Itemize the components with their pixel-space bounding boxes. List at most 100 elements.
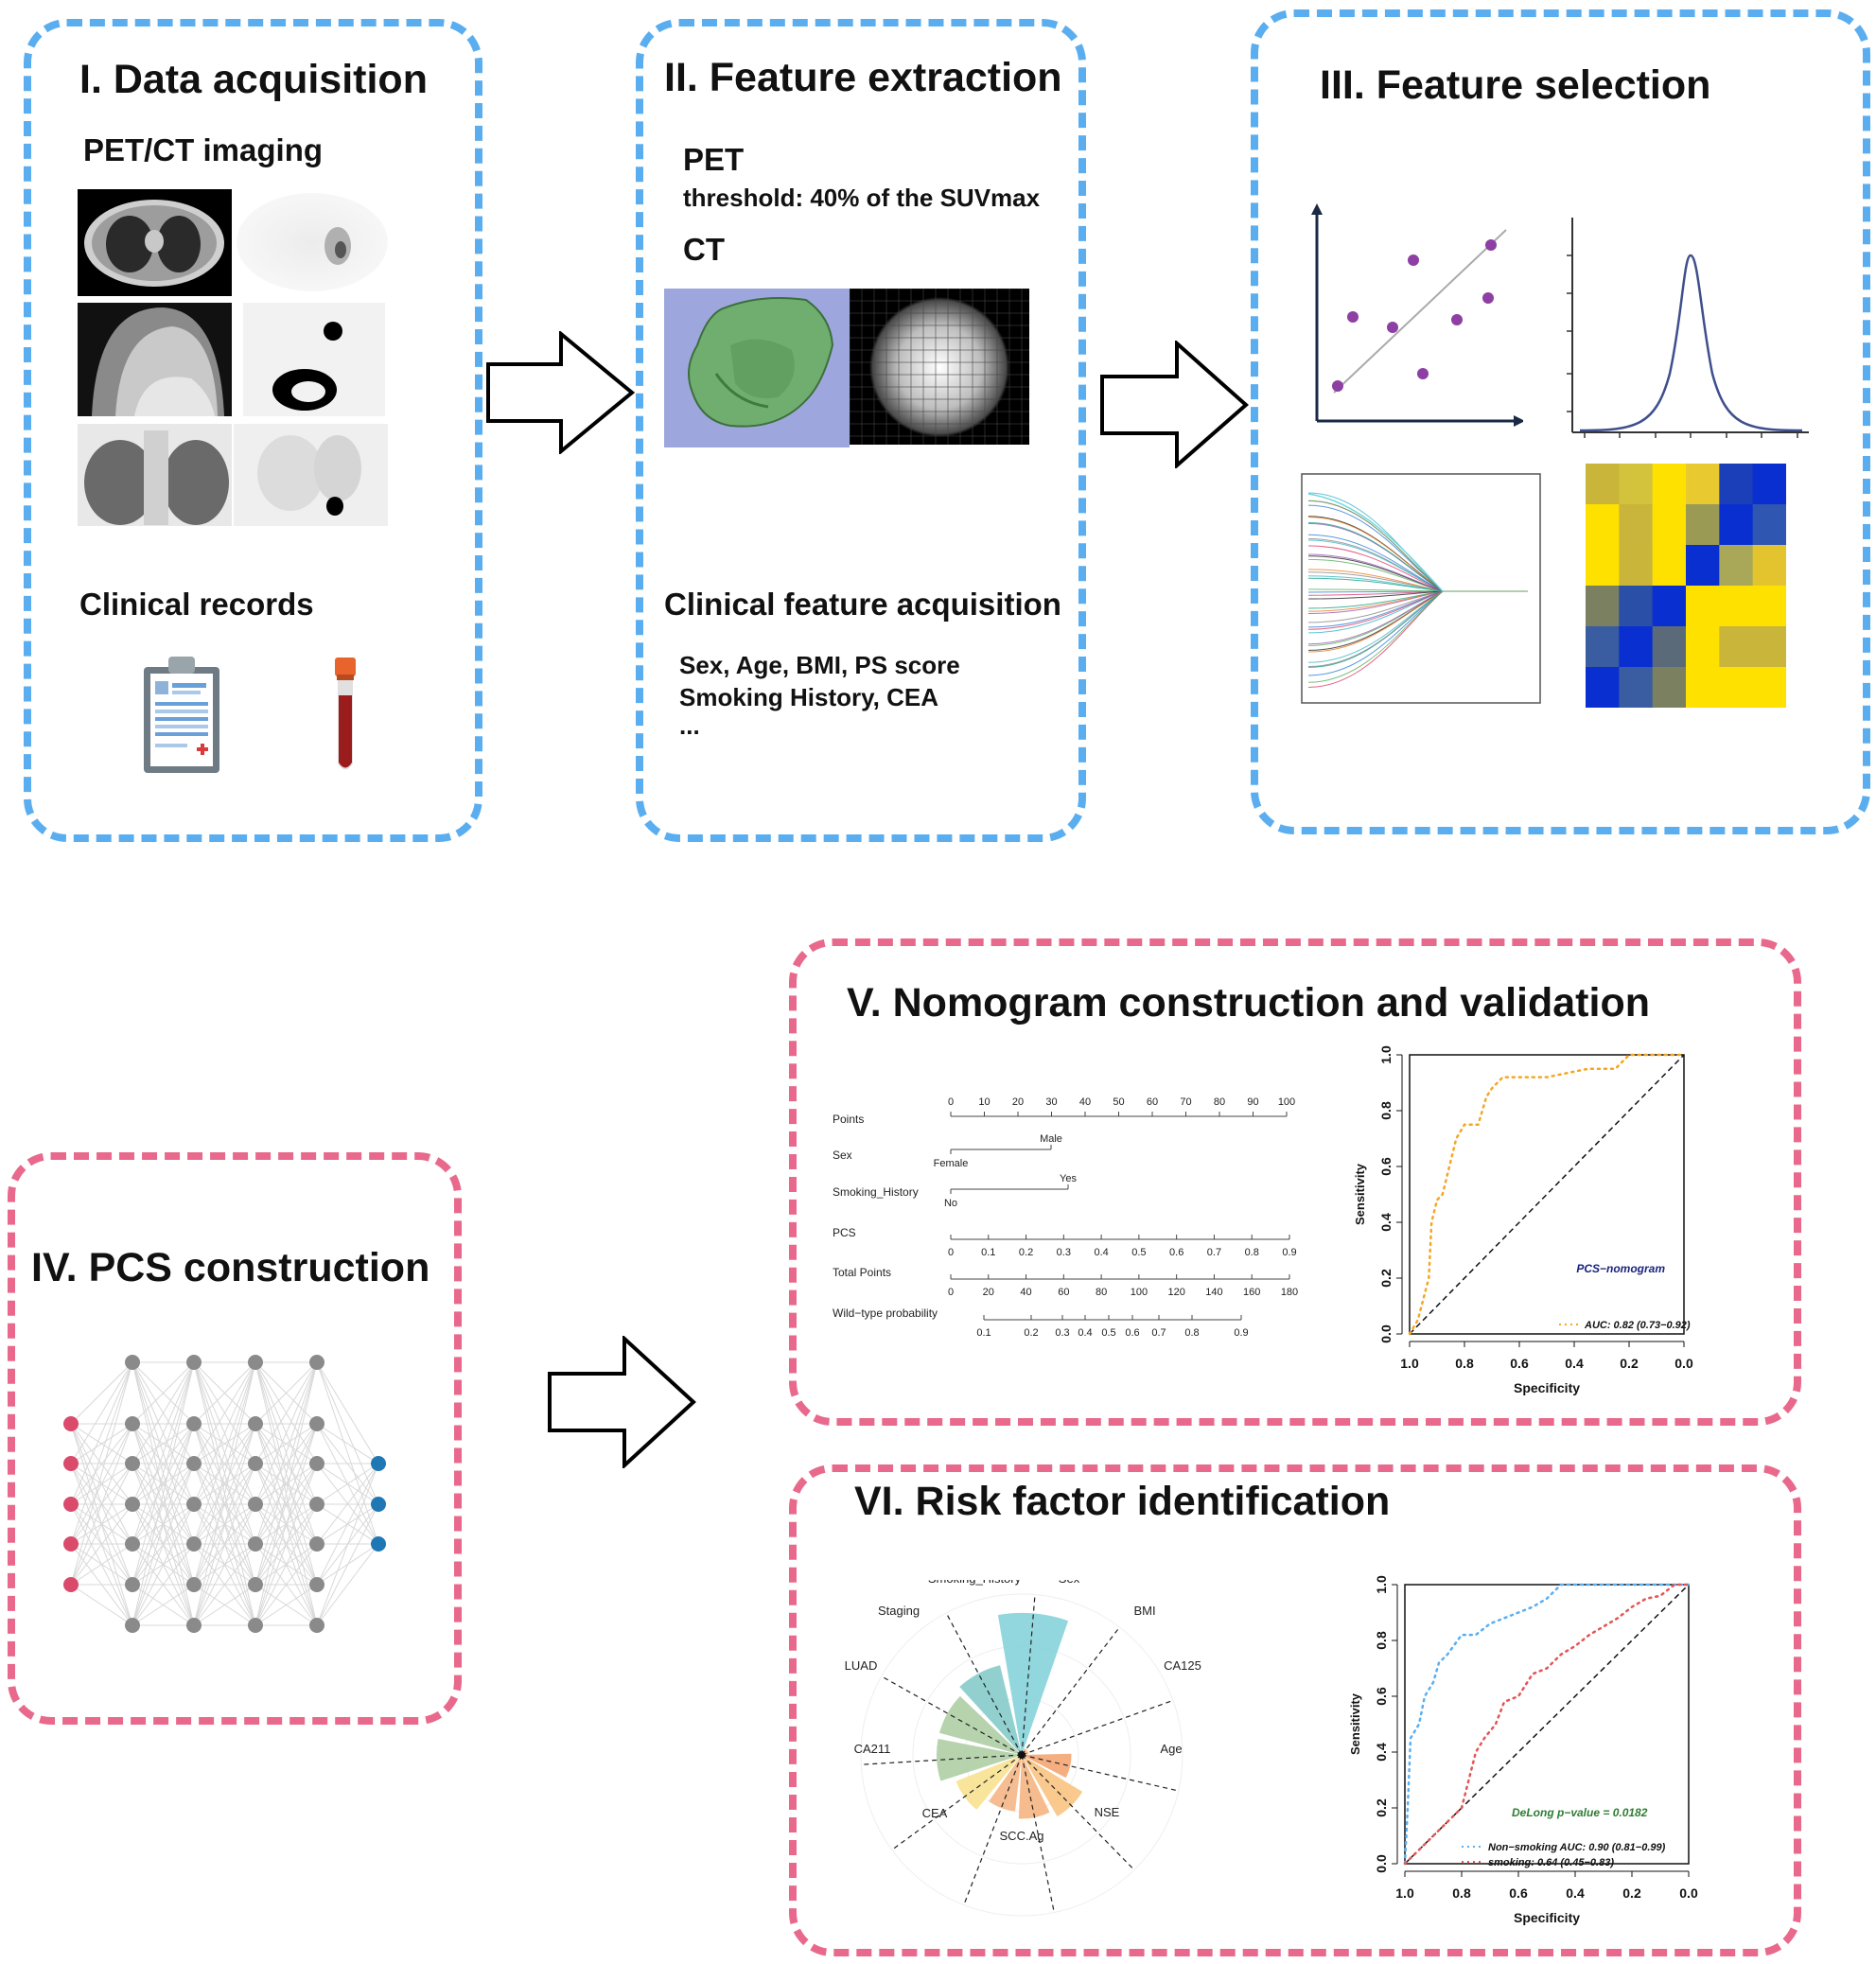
y-tick-label: 0.8	[1378, 1101, 1394, 1120]
pet-ct-images	[78, 189, 388, 526]
y-axis-label: Sensitivity	[1353, 1163, 1367, 1225]
network-node	[371, 1536, 386, 1552]
network-node	[309, 1355, 324, 1370]
roc-curve	[1403, 1583, 1691, 1866]
network-node	[248, 1577, 263, 1592]
nomogram-level-label: Female	[934, 1158, 969, 1169]
panel-title: II. Feature extraction	[664, 55, 1062, 100]
nomogram-tick-label: 80	[1096, 1287, 1107, 1298]
network-node	[125, 1416, 140, 1431]
y-tick-label: 0.0	[1378, 1324, 1394, 1343]
network-node	[63, 1416, 79, 1431]
nomogram-tick-label: 0.9	[1282, 1247, 1296, 1258]
clinical-features-line2: Smoking History, CEA	[679, 683, 939, 711]
polar-spoke	[1021, 1699, 1174, 1756]
network-node	[309, 1416, 324, 1431]
nomogram-level-label: Yes	[1060, 1173, 1077, 1184]
heatmap-cell	[1652, 626, 1687, 668]
flow-arrow-right	[486, 331, 636, 454]
heatmap-cell	[1719, 626, 1754, 668]
heatmap-cell	[1619, 667, 1654, 708]
polar-spoke	[881, 1675, 1023, 1756]
panel-title: IV. PCS construction	[31, 1245, 430, 1290]
network-node	[63, 1536, 79, 1552]
heatmap-cell	[1719, 667, 1754, 708]
network-node	[186, 1355, 202, 1370]
network-node	[125, 1355, 140, 1370]
category-label: SCC.Ag	[1000, 1829, 1044, 1843]
category-label: Sex	[1059, 1580, 1080, 1586]
pet-label: PET	[683, 142, 745, 177]
nomogram-tick-label: 0.3	[1055, 1327, 1069, 1339]
nomogram-tick-label: 120	[1167, 1287, 1184, 1298]
nomogram-tick-label: 0.2	[1024, 1327, 1038, 1339]
nomogram-tick-label: 60	[1147, 1096, 1158, 1108]
x-tick-label: 1.0	[1395, 1885, 1414, 1901]
blood-tube-icon	[335, 658, 356, 770]
network-node	[248, 1536, 263, 1552]
legend-text: Non−smoking AUC: 0.90 (0.81−0.99)	[1488, 1842, 1666, 1853]
network-node	[371, 1497, 386, 1512]
heatmap-cell	[1752, 626, 1786, 668]
nomogram-row-label: Points	[833, 1113, 864, 1126]
x-tick-label: 0.8	[1455, 1356, 1474, 1371]
polar-bar	[1022, 1753, 1072, 1779]
network-node	[125, 1536, 140, 1552]
panel-nomogram	[789, 938, 1801, 1426]
nomogram-tick-label: 0.1	[976, 1327, 991, 1339]
nomogram-tick-label: 90	[1247, 1096, 1258, 1108]
heatmap-cell	[1619, 464, 1654, 505]
heatmap-cell	[1586, 464, 1620, 505]
heatmap-cell	[1586, 626, 1620, 668]
polar-bar	[956, 1755, 1022, 1810]
legend-text: smoking: 0.64 (0.45−0.83)	[1488, 1857, 1614, 1868]
y-axis-label: Sensitivity	[1348, 1692, 1362, 1755]
heatmap-icon	[1586, 464, 1786, 708]
heatmap-cell	[1752, 545, 1786, 587]
y-tick-label: 0.2	[1378, 1269, 1394, 1288]
network-node	[125, 1577, 140, 1592]
pet-ct-imaging-label: PET/CT imaging	[83, 132, 324, 167]
polar-bar	[989, 1755, 1022, 1812]
nomogram-row-label: Wild−type probability	[833, 1306, 938, 1320]
x-tick-label: 1.0	[1400, 1356, 1419, 1371]
category-label: CA211	[854, 1742, 891, 1756]
network-node	[309, 1536, 324, 1552]
flow-arrow-right	[548, 1336, 696, 1468]
heatmap-cell	[1686, 504, 1720, 546]
heatmap-cell	[1752, 504, 1786, 546]
heatmap-cell	[1619, 626, 1654, 668]
nomogram-tick-label: 0.4	[1094, 1247, 1108, 1258]
x-tick-label: 0.0	[1679, 1885, 1698, 1901]
y-tick-label: 0.2	[1374, 1798, 1389, 1817]
nomogram-tick-label: 140	[1205, 1287, 1222, 1298]
heatmap-cell	[1619, 504, 1654, 546]
polar-bar	[997, 1612, 1069, 1755]
polar-spoke	[891, 1754, 1023, 1850]
nomogram-tick-label: 40	[1020, 1287, 1031, 1298]
polar-center	[1018, 1751, 1026, 1759]
lasso-path-icon	[1301, 473, 1541, 704]
roc-diagonal	[1409, 1054, 1685, 1335]
x-axis-label: Specificity	[1514, 1380, 1580, 1395]
polar-spoke	[861, 1754, 1023, 1765]
series-label: PCS−nomogram	[1576, 1262, 1665, 1275]
y-tick-label: 0.0	[1374, 1854, 1389, 1873]
pixel-grid-image	[850, 289, 1029, 445]
x-tick-label: 0.6	[1509, 1885, 1528, 1901]
network-node	[248, 1497, 263, 1512]
nomogram-tick-label: 0.6	[1169, 1247, 1183, 1258]
threshold-text: threshold: 40% of the SUVmax	[683, 184, 1041, 212]
network-node	[125, 1497, 140, 1512]
heatmap-cell	[1586, 504, 1620, 546]
network-node	[248, 1355, 263, 1370]
nomogram-tick-label: 100	[1131, 1287, 1148, 1298]
clinical-feature-title: Clinical feature acquisition	[664, 587, 1061, 622]
nomogram-tick-label: 0	[948, 1247, 954, 1258]
neural-network-diagram	[63, 1355, 386, 1633]
nomogram-tick-label: 180	[1281, 1287, 1298, 1298]
legend-text: AUC: 0.82 (0.73−0.92)	[1584, 1320, 1691, 1331]
heatmap-cell	[1686, 545, 1720, 587]
nomogram-tick-label: 0.6	[1125, 1327, 1139, 1339]
y-tick-label: 0.4	[1374, 1743, 1389, 1762]
